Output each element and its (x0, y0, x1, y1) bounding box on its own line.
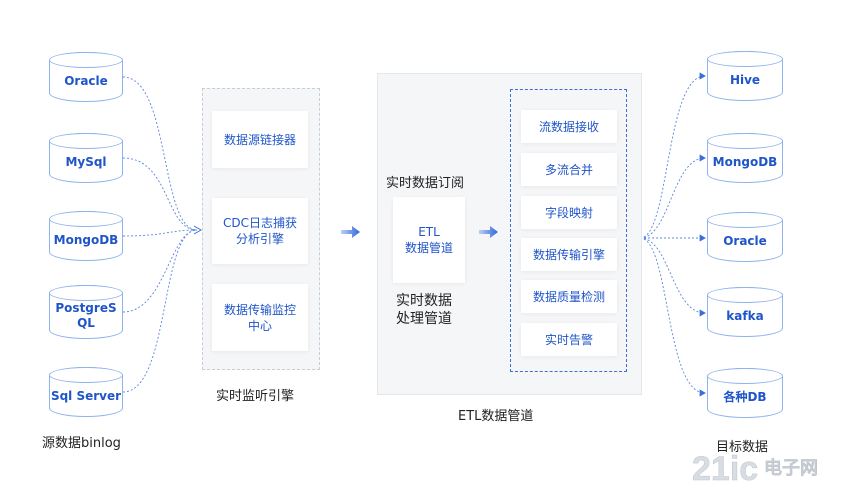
target-hive: Hive (707, 51, 783, 101)
etl-step: 数据传输引擎 (521, 238, 617, 271)
target-db: 各种DB (707, 368, 783, 418)
monitor-card-cdc: CDC日志捕获 分析引擎 (212, 198, 308, 264)
etl-pipe-card: ETL 数据管道 (393, 197, 465, 283)
targets-caption: 目标数据 (716, 440, 769, 455)
monitor-card-connector: 数据源链接器 (212, 111, 308, 168)
sources-caption: 源数据binlog (42, 436, 121, 451)
flow-arrow-icon (341, 226, 360, 238)
source-sqlserver: Sql Server (49, 367, 123, 417)
monitor-caption: 实时监听引擎 (216, 389, 295, 404)
watermark-logo-icon: 21ic 电子网 (692, 450, 818, 489)
subscribe-label: 实时数据订阅 (386, 176, 465, 191)
source-oracle: Oracle (49, 52, 123, 102)
etl-step: 数据质量检测 (521, 280, 617, 313)
etl-step: 多流合并 (521, 153, 617, 186)
svg-text:电子网: 电子网 (764, 457, 818, 479)
source-mongodb: MongoDB (49, 211, 123, 261)
flow-arrow-icon (479, 226, 498, 238)
process-label: 实时数据 处理管道 (396, 293, 452, 327)
monitor-card-transfer: 数据传输监控 中心 (212, 284, 308, 351)
etl-step: 流数据接收 (521, 110, 617, 143)
svg-text:21ic: 21ic (692, 450, 758, 488)
target-kafka: kafka (707, 287, 783, 337)
etl-steps-frame (510, 89, 627, 372)
source-mysql: MySql (49, 133, 123, 183)
watermark-logo: 21ic 电子网 (688, 446, 838, 489)
target-oracle: Oracle (707, 212, 783, 262)
etl-step: 实时告警 (521, 323, 617, 356)
etl-caption: ETL数据管道 (458, 409, 534, 424)
etl-step: 字段映射 (521, 196, 617, 229)
target-mongodb: MongoDB (707, 133, 783, 183)
source-postgresql: PostgreS QL (49, 285, 123, 339)
